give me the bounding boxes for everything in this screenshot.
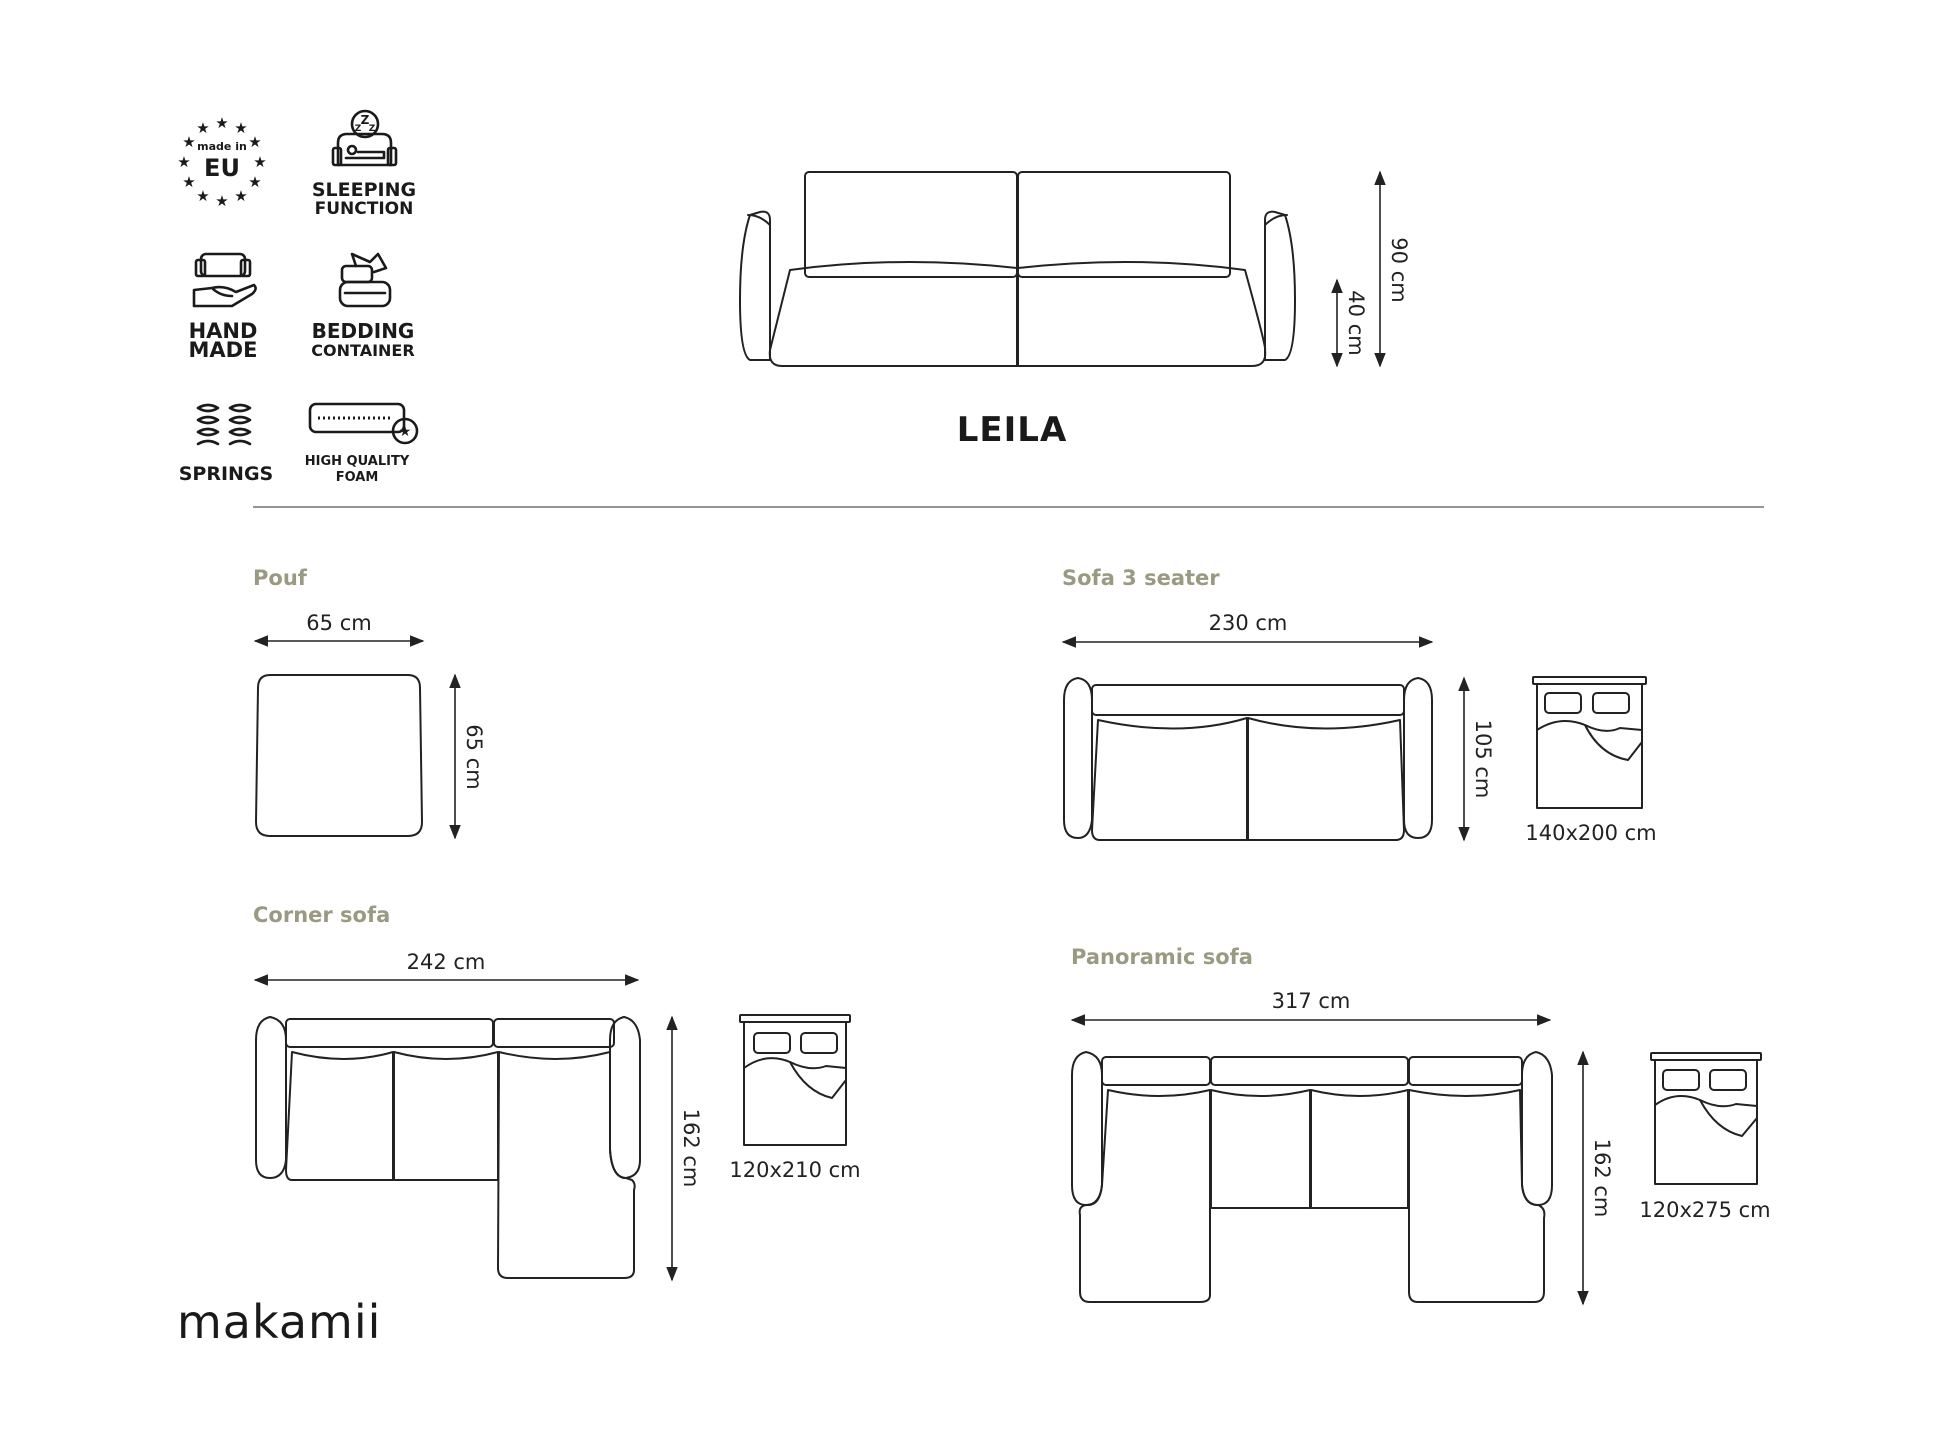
sofa-front-view: [739, 171, 1296, 367]
corner-top-view: [255, 1016, 641, 1279]
sleeping-label-2: FUNCTION: [315, 199, 414, 219]
panoramic-title: Panoramic sofa: [1071, 945, 1253, 969]
panoramic-width-label: 317 cm: [1272, 989, 1351, 1013]
seat-height-label: 40 cm: [1344, 290, 1368, 355]
panoramic-bed-icon: [1650, 1052, 1762, 1185]
eu-text: EU: [204, 154, 240, 182]
sleeping-label-1: SLEEPING: [312, 179, 416, 201]
made-in-eu-icon: ★ ★ ★ ★ ★ ★ ★ ★ ★ ★ ★ ★ made in EU: [177, 114, 266, 210]
bedding-label-1: BEDDING: [312, 319, 415, 343]
svg-text:★: ★: [182, 173, 195, 191]
hand-label-2: MADE: [189, 338, 258, 362]
foam-label-1: HIGH QUALITY: [305, 454, 410, 469]
sofa3-depth-label: 105 cm: [1471, 720, 1495, 799]
svg-text:★: ★: [253, 153, 266, 171]
svg-text:★: ★: [196, 119, 209, 137]
pouf-width-label: 65 cm: [306, 611, 371, 635]
corner-bed-icon: [739, 1014, 851, 1146]
corner-bed-label: 120x210 cm: [729, 1158, 860, 1182]
corner-width-label: 242 cm: [407, 950, 486, 974]
svg-text:★: ★: [177, 153, 190, 171]
sofa3-bed-label: 140x200 cm: [1525, 821, 1656, 845]
springs-icon: [196, 403, 252, 446]
svg-text:Z: Z: [361, 113, 370, 127]
svg-text:★: ★: [215, 114, 228, 132]
brand-logo: makamii: [177, 1295, 381, 1349]
svg-text:★: ★: [234, 187, 247, 205]
bedding-label-2: CONTAINER: [311, 341, 414, 360]
sofa3-bed-icon: [1532, 676, 1647, 809]
svg-text:★: ★: [248, 133, 261, 151]
made-in-text: made in: [197, 140, 247, 153]
hand-made-icon: [192, 252, 257, 308]
sofa3-top-view: [1063, 677, 1433, 841]
height-total-label: 90 cm: [1387, 237, 1411, 302]
svg-text:★: ★: [234, 119, 247, 137]
panoramic-bed-label: 120x275 cm: [1639, 1198, 1770, 1222]
high-quality-foam-icon: ★: [308, 402, 419, 445]
hand-label-1: HAND: [189, 319, 258, 343]
svg-text:★: ★: [215, 192, 228, 210]
corner-depth-label: 162 cm: [679, 1109, 703, 1188]
pouf-depth-label: 65 cm: [462, 724, 486, 789]
svg-text:★: ★: [182, 133, 195, 151]
svg-text:★: ★: [399, 424, 412, 440]
foam-label-2: FOAM: [336, 470, 379, 485]
bedding-container-icon: [338, 252, 392, 308]
svg-text:★: ★: [248, 173, 261, 191]
svg-text:Z: Z: [369, 124, 376, 134]
pouf-shape: [255, 674, 423, 837]
corner-title: Corner sofa: [253, 903, 390, 927]
svg-text:★: ★: [196, 187, 209, 205]
springs-label: SPRINGS: [179, 463, 274, 485]
svg-text:Z: Z: [355, 124, 362, 134]
sofa3-width-label: 230 cm: [1209, 611, 1288, 635]
panoramic-top-view: [1071, 1051, 1553, 1303]
panoramic-depth-label: 162 cm: [1590, 1139, 1614, 1218]
sofa3-title: Sofa 3 seater: [1062, 566, 1220, 590]
product-name: LEILA: [957, 410, 1068, 450]
sleeping-function-icon: Z Z Z: [331, 109, 398, 167]
pouf-title: Pouf: [253, 566, 308, 590]
